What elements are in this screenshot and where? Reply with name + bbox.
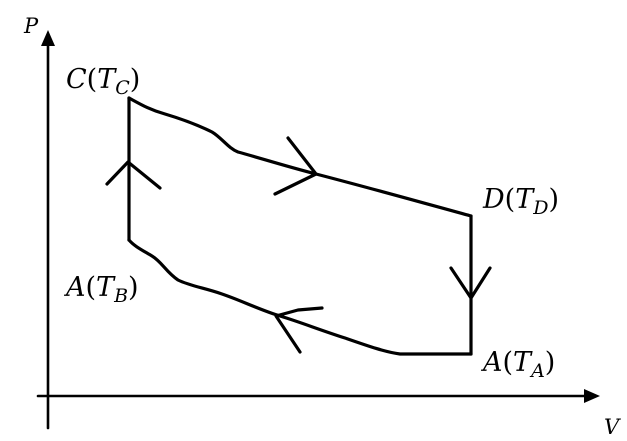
- arrow-down-right-side: [449, 266, 492, 300]
- axes: P V: [23, 14, 621, 439]
- y-axis-arrowhead: [41, 30, 55, 46]
- x-axis-arrowhead: [584, 389, 600, 403]
- arrow-left-bottom-side: [274, 306, 324, 354]
- label-point-c: C(TC): [66, 64, 140, 99]
- point-labels: C(TC) D(TD) A(TB) A(TA): [63, 64, 559, 382]
- direction-arrows: [105, 136, 492, 354]
- arrow-up-left-side: [105, 160, 162, 190]
- label-point-d: D(TD): [482, 184, 559, 219]
- arrow-right-top-side: [273, 136, 318, 196]
- y-axis-label: P: [23, 14, 39, 38]
- label-point-a-top: A(TB): [63, 272, 139, 307]
- label-point-a-bottom: A(TA): [480, 347, 555, 382]
- process-c-to-d: [127, 96, 473, 218]
- process-a-to-b: [127, 238, 473, 356]
- cycle: [127, 96, 473, 356]
- x-axis-label: V: [604, 415, 621, 439]
